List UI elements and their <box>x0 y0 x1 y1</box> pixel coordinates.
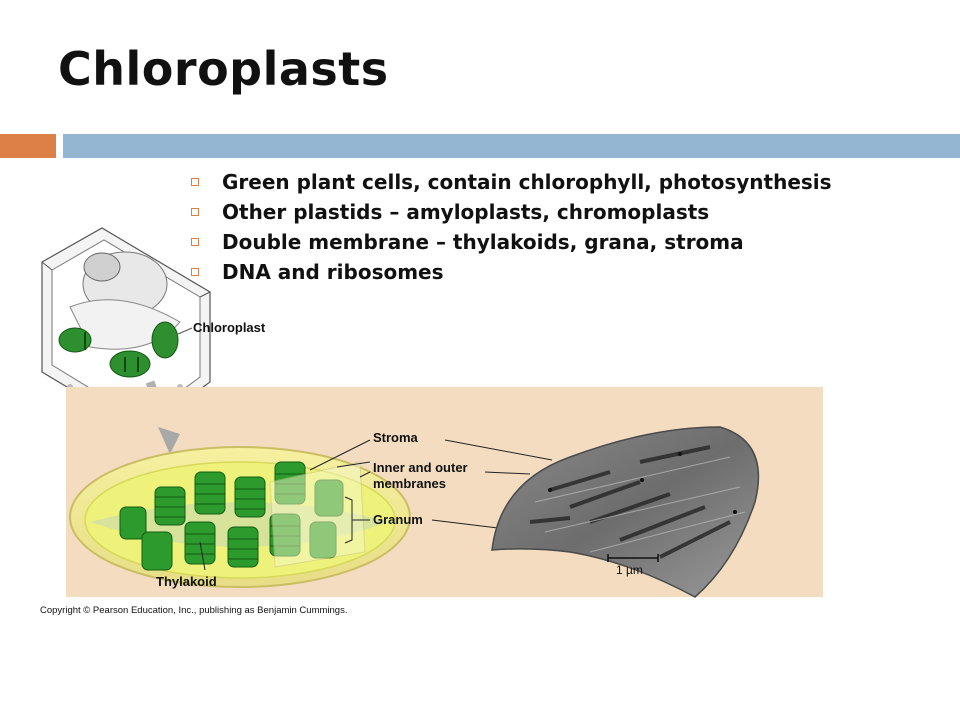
title-bar-accent <box>0 134 56 158</box>
membranes-label-line1: Inner and outer <box>373 460 468 475</box>
thylakoid-label: Thylakoid <box>156 574 217 589</box>
bullet-text: Green plant cells, contain chlorophyll, … <box>222 170 832 194</box>
title-bar <box>63 134 960 158</box>
scale-bar-label: 1 µm <box>616 563 643 577</box>
hollow-square-icon <box>191 268 199 276</box>
bullet-item: Other plastids – amyloplasts, chromoplas… <box>190 197 832 227</box>
bullet-text: Double membrane – thylakoids, grana, str… <box>222 230 744 254</box>
scale-bar <box>607 554 659 562</box>
hollow-square-icon <box>191 238 199 246</box>
bullet-list: Green plant cells, contain chlorophyll, … <box>190 167 832 287</box>
chloroplast-figure: Chloroplast <box>41 227 823 598</box>
copyright-text: Copyright © Pearson Education, Inc., pub… <box>40 605 348 616</box>
bullet-item: Green plant cells, contain chlorophyll, … <box>190 167 832 197</box>
slide-title: Chloroplasts <box>58 42 389 96</box>
bullet-text: DNA and ribosomes <box>222 260 444 284</box>
bullet-item: DNA and ribosomes <box>190 257 832 287</box>
cell-chloroplast-label: Chloroplast <box>193 320 266 335</box>
hollow-square-icon <box>191 208 199 216</box>
bullet-item: Double membrane – thylakoids, grana, str… <box>190 227 832 257</box>
granum-label: Granum <box>373 512 423 527</box>
membranes-label-line2: membranes <box>373 476 446 491</box>
stroma-label: Stroma <box>373 430 419 445</box>
electron-micrograph <box>491 426 760 598</box>
label-leader-lines <box>199 439 553 571</box>
hollow-square-icon <box>191 178 199 186</box>
bullet-text: Other plastids – amyloplasts, chromoplas… <box>222 200 710 224</box>
chloroplast-illustration <box>69 446 411 588</box>
